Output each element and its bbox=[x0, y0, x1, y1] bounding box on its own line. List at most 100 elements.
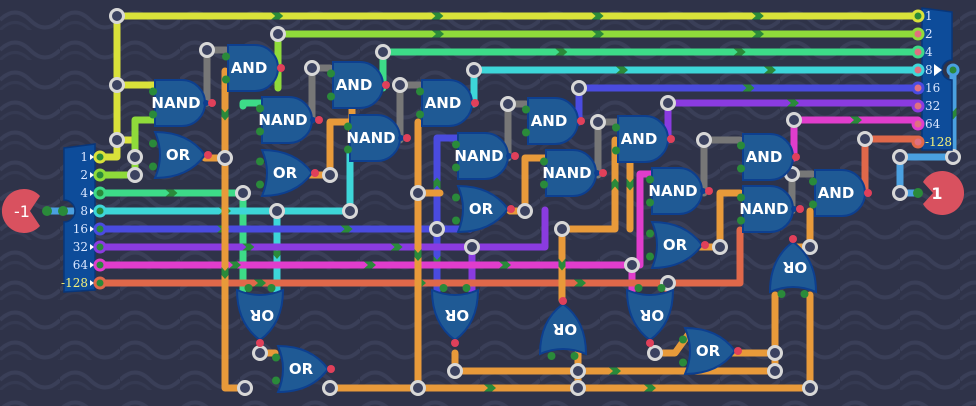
wire-bit64[interactable] bbox=[96, 170, 659, 269]
wire-joint[interactable] bbox=[517, 203, 533, 219]
gate-and[interactable]: AND bbox=[809, 169, 872, 217]
gate-nand[interactable]: NAND bbox=[149, 79, 216, 127]
gate-and[interactable]: AND bbox=[327, 61, 390, 109]
wire-joint[interactable] bbox=[270, 26, 286, 42]
gate-or[interactable]: OR bbox=[235, 284, 285, 347]
input-pin[interactable] bbox=[737, 193, 745, 202]
splitter-output-pin[interactable] bbox=[93, 258, 107, 272]
input-pin[interactable] bbox=[657, 284, 666, 292]
wire-joint[interactable] bbox=[109, 132, 125, 148]
combiner-input-pin[interactable] bbox=[911, 117, 925, 131]
input-pin[interactable] bbox=[634, 284, 643, 292]
input-pin[interactable] bbox=[646, 175, 654, 184]
splitter-output-pin[interactable] bbox=[93, 168, 107, 182]
input-pin[interactable] bbox=[570, 352, 579, 360]
input-pin[interactable] bbox=[646, 198, 654, 207]
output-pin[interactable] bbox=[327, 365, 335, 373]
wire-joint[interactable] bbox=[786, 112, 802, 128]
wire-joint[interactable] bbox=[500, 96, 516, 112]
input-pin[interactable] bbox=[452, 216, 460, 225]
wire-joint[interactable] bbox=[712, 239, 728, 255]
gate-and[interactable]: AND bbox=[522, 97, 585, 145]
output-pin[interactable] bbox=[792, 153, 800, 161]
input-pin[interactable] bbox=[272, 353, 280, 362]
output-pin[interactable] bbox=[705, 187, 713, 195]
gate-or[interactable]: OR bbox=[149, 130, 212, 180]
gate-and[interactable]: AND bbox=[222, 44, 285, 92]
wire-joint[interactable] bbox=[554, 221, 570, 237]
output-pin[interactable] bbox=[208, 99, 216, 107]
wire-carry-1b[interactable] bbox=[221, 67, 229, 162]
wire-joint[interactable] bbox=[767, 345, 783, 361]
input-pin[interactable] bbox=[256, 157, 264, 166]
combiner-input-pin[interactable] bbox=[911, 135, 925, 149]
input-pin[interactable] bbox=[540, 157, 548, 166]
combiner-output-pin[interactable] bbox=[946, 63, 960, 77]
wire-carry-1[interactable] bbox=[201, 154, 249, 392]
output-pin[interactable] bbox=[311, 169, 319, 177]
input-pin[interactable] bbox=[244, 284, 253, 292]
splitter-output-pin[interactable] bbox=[93, 276, 107, 290]
input-pin[interactable] bbox=[222, 75, 230, 84]
input-pin[interactable] bbox=[612, 146, 620, 155]
input-pin[interactable] bbox=[452, 193, 460, 202]
wire-bit32[interactable] bbox=[96, 206, 549, 251]
input-pin[interactable] bbox=[222, 52, 230, 61]
wire-joint[interactable] bbox=[571, 80, 587, 96]
output-pin[interactable] bbox=[382, 81, 390, 89]
input-pin[interactable] bbox=[737, 164, 745, 173]
wire-joint[interactable] bbox=[109, 77, 125, 93]
wire-joint[interactable] bbox=[342, 203, 358, 219]
gate-or[interactable]: OR bbox=[679, 326, 742, 376]
gate-or[interactable]: OR bbox=[256, 148, 319, 198]
wire-joint[interactable] bbox=[304, 60, 320, 76]
input-pin[interactable] bbox=[777, 290, 786, 298]
input-pin[interactable] bbox=[344, 145, 352, 154]
input-pin[interactable] bbox=[612, 123, 620, 132]
wire-joint[interactable] bbox=[199, 42, 215, 58]
wire-joint[interactable] bbox=[647, 345, 663, 361]
wire-joint[interactable] bbox=[570, 363, 586, 379]
output-pin[interactable] bbox=[511, 152, 519, 160]
gate-or[interactable]: OR bbox=[646, 220, 709, 270]
wire-joint[interactable] bbox=[217, 150, 233, 166]
output-pin[interactable] bbox=[559, 297, 567, 305]
input-pin[interactable] bbox=[522, 105, 530, 114]
wire-joint[interactable] bbox=[429, 221, 445, 237]
output-value-node[interactable]: 1 bbox=[913, 171, 965, 215]
wire-bit2[interactable] bbox=[96, 116, 164, 179]
input-pin[interactable] bbox=[58, 206, 68, 216]
gate-nand[interactable]: NAND bbox=[344, 114, 411, 162]
input-pin[interactable] bbox=[149, 162, 157, 171]
input-pin[interactable] bbox=[327, 92, 335, 101]
input-pin[interactable] bbox=[522, 128, 530, 137]
input-pin[interactable] bbox=[42, 206, 52, 216]
splitter-output-pin[interactable] bbox=[93, 186, 107, 200]
combiner-input-pin[interactable] bbox=[911, 45, 925, 59]
wire-joint[interactable] bbox=[109, 8, 125, 24]
output-input-pin[interactable] bbox=[913, 188, 923, 198]
wire-joint[interactable] bbox=[392, 77, 408, 93]
input-pin[interactable] bbox=[149, 139, 157, 148]
input-pin[interactable] bbox=[800, 290, 809, 298]
gate-or[interactable]: OR bbox=[452, 184, 515, 234]
input-pin[interactable] bbox=[646, 229, 654, 238]
wire-carry-7[interactable] bbox=[696, 189, 744, 251]
wire-joint[interactable] bbox=[696, 132, 712, 148]
splitter-output-pin[interactable] bbox=[93, 240, 107, 254]
wire-bit4-top[interactable] bbox=[239, 99, 269, 110]
combiner-input-pin[interactable] bbox=[911, 27, 925, 41]
wire-joint[interactable] bbox=[127, 167, 143, 183]
gate-and[interactable]: AND bbox=[416, 79, 479, 127]
input-pin[interactable] bbox=[267, 284, 276, 292]
wire-carry-2[interactable] bbox=[306, 118, 354, 179]
input-pin[interactable] bbox=[149, 110, 157, 119]
splitter-output-pin[interactable] bbox=[93, 150, 107, 164]
wire-carry-6[interactable] bbox=[558, 225, 566, 304]
gate-nand[interactable]: NAND bbox=[646, 167, 713, 215]
gate-or[interactable]: OR bbox=[430, 284, 480, 347]
input-pin[interactable] bbox=[256, 104, 264, 113]
input-pin[interactable] bbox=[344, 122, 352, 131]
wire-joint[interactable] bbox=[892, 149, 908, 165]
